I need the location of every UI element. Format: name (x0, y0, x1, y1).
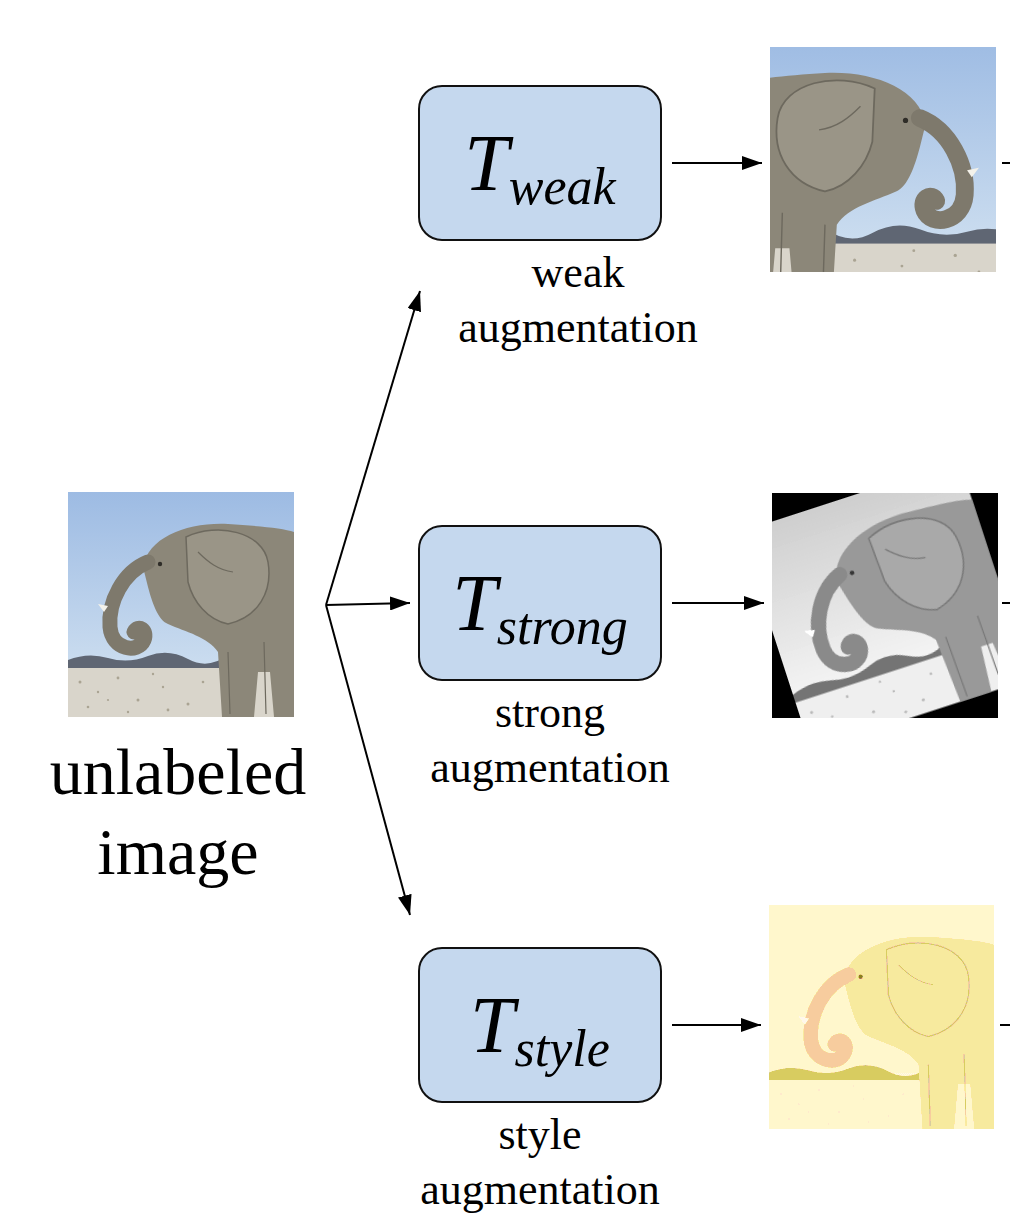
style-output-photo (769, 905, 994, 1129)
transform-subscript: strong (497, 601, 628, 653)
transform-letter: T (470, 985, 515, 1065)
output-arrow (672, 162, 762, 164)
augmentation-label: weak augmentation (428, 245, 728, 355)
flow-arrow (326, 291, 420, 605)
transform-box: Tstrong (418, 525, 662, 681)
transform-symbol: Tweak (464, 123, 615, 203)
transform-subscript: weak (509, 161, 616, 213)
image-node: unlabeled image (30, 492, 326, 892)
transform-node: Tweakweak augmentation (418, 85, 662, 355)
transform-box: Tweak (418, 85, 662, 241)
augmentation-label: strong augmentation (400, 685, 700, 795)
image-caption: unlabeled image (30, 732, 326, 892)
transform-symbol: Tstyle (470, 985, 610, 1065)
input-photo (68, 492, 294, 717)
transform-box: Tstyle (418, 947, 662, 1103)
transform-symbol: Tstrong (452, 563, 628, 643)
strong-output-photo (740, 461, 1010, 751)
output-arrows (672, 163, 1010, 1025)
output-arrow (672, 1024, 761, 1026)
cut-arrow (1002, 162, 1010, 164)
transform-subscript: style (515, 1023, 610, 1075)
flow-arrow (326, 605, 410, 915)
transform-letter: T (452, 563, 497, 643)
transform-node: Tstrongstrong augmentation (418, 525, 662, 795)
weak-output-photo (747, 35, 1010, 301)
image-area (30, 492, 326, 732)
transform-node: Tstylestyle augmentation (418, 947, 662, 1217)
augmentation-label: style augmentation (390, 1107, 690, 1217)
cut-arrow (1000, 1024, 1010, 1026)
transform-letter: T (464, 123, 509, 203)
flow-arrow (326, 603, 410, 605)
output-arrow (672, 602, 764, 604)
cut-arrow (1002, 602, 1010, 604)
